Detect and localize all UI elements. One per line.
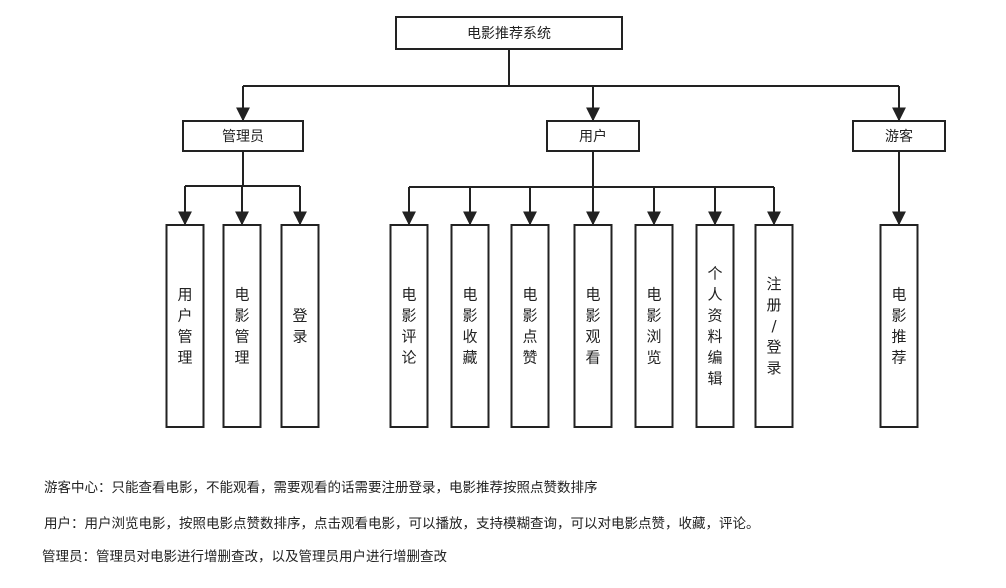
user-child-2: 电影点赞: [510, 224, 550, 428]
admin-child-2: 登录: [280, 224, 320, 428]
connector-lines: [178, 49, 906, 226]
role-node-guest: 游客: [852, 120, 946, 152]
admin-child-0-label: 用户管理: [177, 286, 192, 367]
role-node-admin: 管理员: [182, 120, 304, 152]
user-child-2-label: 电影点赞: [522, 286, 537, 367]
user-child-5: 个人资料编辑: [695, 224, 735, 428]
user-child-4-label: 电影浏览: [646, 286, 661, 367]
admin-child-0: 用户管理: [165, 224, 205, 428]
guest-child-0-label: 电影推荐: [891, 286, 906, 367]
user-child-1: 电影收藏: [450, 224, 490, 428]
user-child-6: 注册/登录: [754, 224, 794, 428]
role-node-user-label: 用户: [579, 128, 607, 145]
user-child-3-label: 电影观看: [585, 286, 600, 367]
admin-child-1: 电影管理: [222, 224, 262, 428]
note-admin: 管理员：管理员对电影进行增删查改，以及管理员用户进行增删查改: [42, 549, 447, 565]
user-child-0-label: 电影评论: [401, 286, 416, 367]
user-child-4: 电影浏览: [634, 224, 674, 428]
note-guest: 游客中心：只能查看电影，不能观看，需要观看的话需要注册登录，电影推荐按照点赞数排…: [44, 480, 598, 496]
guest-child-0: 电影推荐: [879, 224, 919, 428]
user-child-5-label: 个人资料编辑: [707, 265, 722, 388]
user-child-6-label: 注册/登录: [766, 275, 781, 377]
root-node: 电影推荐系统: [395, 16, 623, 50]
role-node-admin-label: 管理员: [222, 129, 264, 145]
role-node-guest-label: 游客: [885, 128, 913, 145]
user-child-3: 电影观看: [573, 224, 613, 428]
note-user: 用户：用户浏览电影，按照电影点赞数排序，点击观看电影，可以播放，支持模糊查询，可…: [44, 516, 760, 532]
user-child-1-label: 电影收藏: [462, 286, 477, 367]
root-node-label: 电影推荐系统: [467, 26, 551, 42]
role-node-user: 用户: [546, 120, 640, 152]
user-child-0: 电影评论: [389, 224, 429, 428]
admin-child-2-label: 登录: [292, 307, 307, 346]
admin-child-1-label: 电影管理: [234, 286, 249, 367]
